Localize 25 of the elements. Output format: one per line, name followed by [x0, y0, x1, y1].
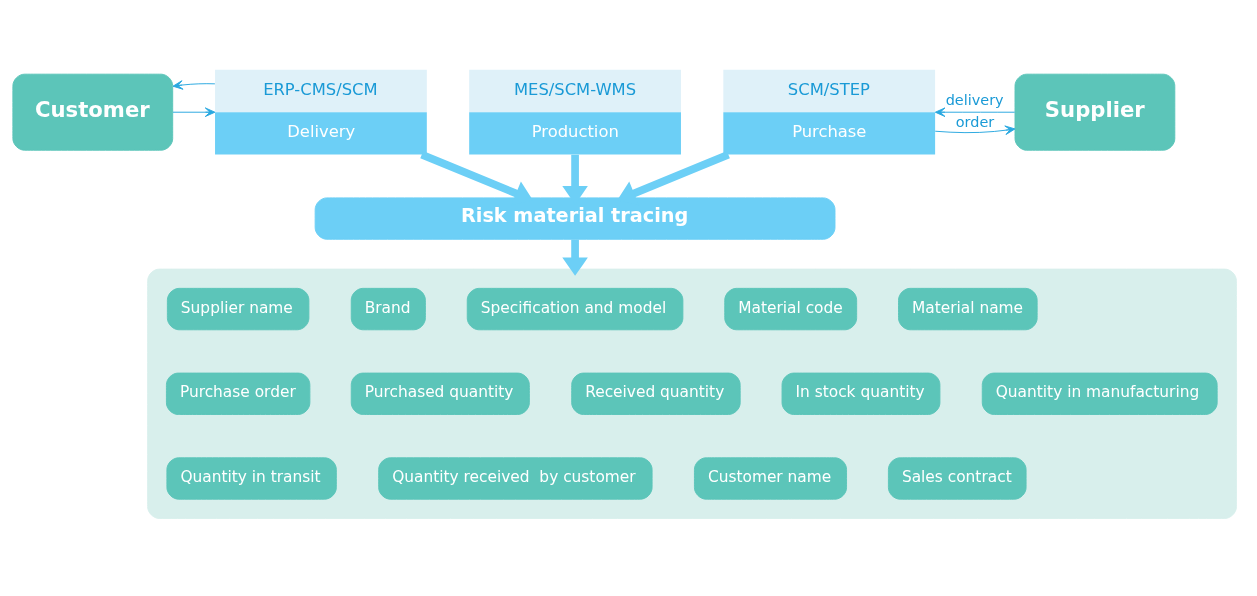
node-box: Specification and model: [466, 287, 684, 331]
node-box: Purchase order: [165, 372, 311, 415]
arrow: [172, 80, 216, 90]
node-box: Supplier: [1014, 73, 1176, 151]
node-box: Material name: [898, 287, 1038, 331]
node-box: In stock quantity: [781, 372, 941, 415]
node-box: Sales contract: [887, 457, 1027, 500]
node-box: Customer name: [693, 457, 847, 500]
node-box: Received quantity: [571, 372, 741, 415]
arrow: [172, 107, 216, 118]
arrow: [562, 239, 588, 276]
arrow: [934, 125, 1016, 135]
node-box: Quantity in transit: [166, 457, 337, 500]
node-box: Risk material tracing: [314, 197, 836, 240]
edge-label: delivery: [945, 91, 1004, 108]
node-box: Quantity received by customer: [378, 457, 653, 500]
node-box: Material code: [724, 287, 858, 331]
node-box: Quantity in manufacturing: [981, 372, 1218, 415]
node-box: Brand: [350, 287, 426, 331]
node-box: Purchased quantity: [350, 372, 530, 415]
cluster: [147, 268, 1237, 519]
arrow: [934, 107, 1016, 118]
node-box: Supplier name: [166, 287, 310, 331]
edge-label: order: [955, 113, 995, 130]
node-box: Customer: [12, 73, 174, 151]
